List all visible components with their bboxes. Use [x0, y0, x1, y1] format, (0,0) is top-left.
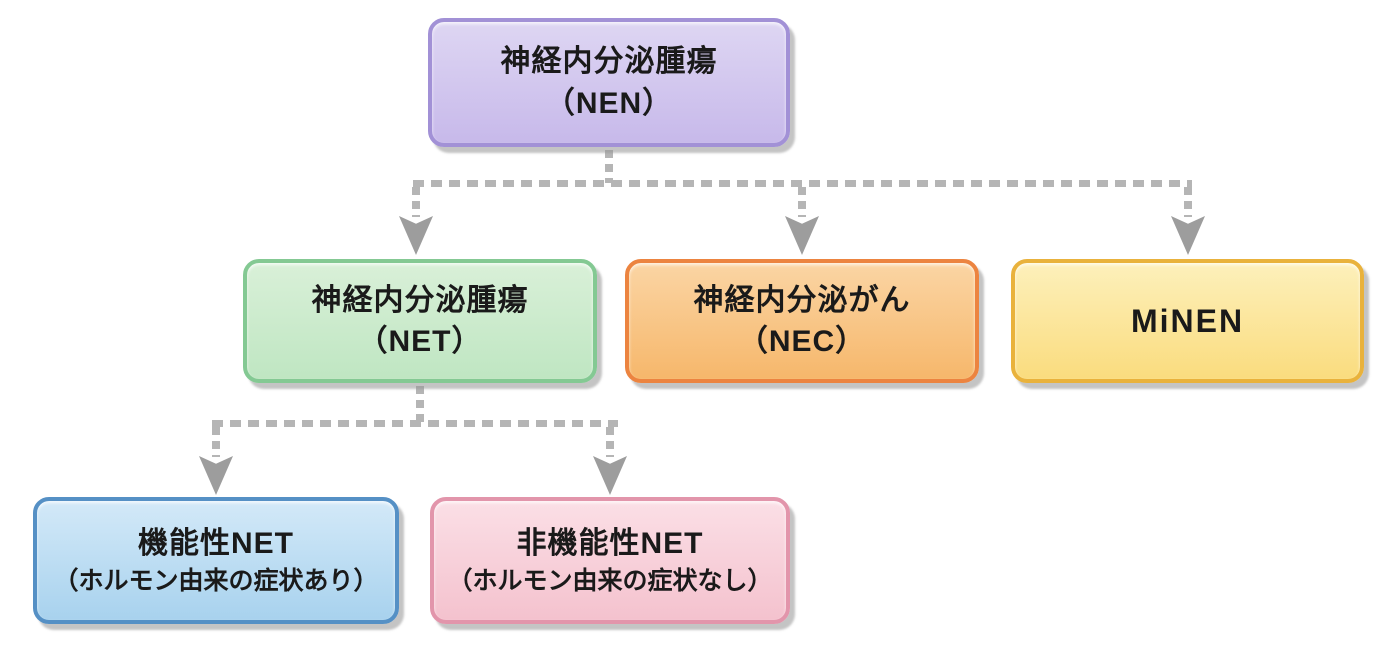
- node-minen: MiNEN: [1011, 259, 1364, 383]
- connector-to-net: [412, 187, 420, 217]
- node-net: 神経内分泌腫瘍 （NET）: [243, 259, 597, 383]
- connector-to-functional-net: [212, 427, 220, 457]
- node-nonfunctional-net: 非機能性NET （ホルモン由来の症状なし）: [430, 497, 790, 624]
- connector-net-crossbar: [212, 420, 618, 427]
- node-functional-net-label: 機能性NET: [138, 526, 294, 560]
- node-functional-net: 機能性NET （ホルモン由来の症状あり）: [33, 497, 399, 624]
- arrow-down-icon: [1171, 216, 1205, 255]
- arrow-down-icon: [593, 456, 627, 495]
- arrow-down-icon: [785, 216, 819, 255]
- node-net-abbr: （NET）: [357, 325, 483, 358]
- connector-to-nonfunctional-net: [606, 427, 614, 457]
- connector-to-nec: [798, 187, 806, 217]
- arrow-down-icon: [199, 456, 233, 495]
- node-nen-abbr: （NEN）: [544, 86, 674, 120]
- node-nec-label: 神経内分泌がん: [693, 283, 911, 317]
- node-nec: 神経内分泌がん （NEC）: [625, 259, 979, 383]
- node-nec-abbr: （NEC）: [737, 325, 867, 358]
- connector-net-stem: [416, 386, 424, 423]
- node-nonfunctional-net-label: 非機能性NET: [516, 526, 704, 560]
- node-nen: 神経内分泌腫瘍 （NEN）: [428, 18, 790, 147]
- node-net-label: 神経内分泌腫瘍: [311, 283, 529, 317]
- node-functional-net-note: （ホルモン由来の症状あり）: [53, 566, 379, 595]
- node-minen-label: MiNEN: [1130, 302, 1245, 339]
- node-nen-label: 神経内分泌腫瘍: [500, 45, 718, 79]
- connector-nen-crossbar: [413, 180, 1192, 187]
- arrow-down-icon: [399, 216, 433, 255]
- connector-nen-stem: [605, 150, 613, 183]
- connector-to-minen: [1184, 187, 1192, 217]
- node-nonfunctional-net-note: （ホルモン由来の症状なし）: [447, 566, 773, 595]
